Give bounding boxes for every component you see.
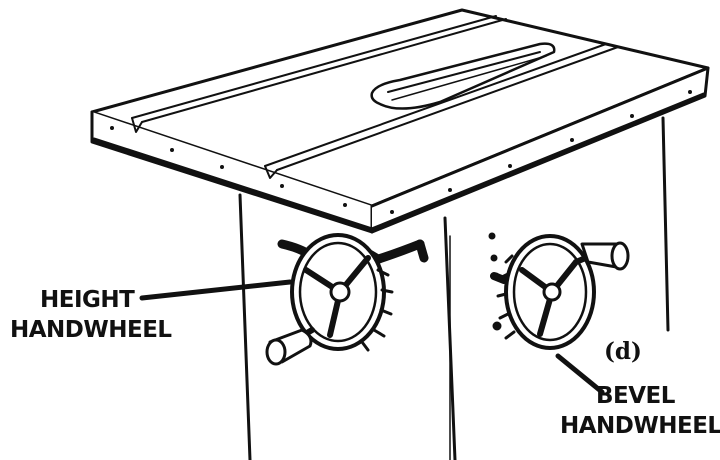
bevel-leader-line [555, 353, 605, 395]
bevel-handwheel-label-line2: HANDWHEEL [560, 413, 720, 439]
height-leader-line [139, 279, 293, 301]
figure-label: (d) [604, 338, 642, 365]
height-handwheel-label: HEIGHT [40, 287, 135, 313]
cabinet [238, 116, 670, 460]
bevel-handwheel-label: BEVEL [596, 383, 675, 409]
saw-table-icon [90, 8, 710, 234]
height-handwheel-label-line2: HANDWHEEL [10, 317, 172, 343]
bevel-handwheel-icon [488, 232, 630, 350]
height-handwheel-icon [265, 233, 429, 366]
